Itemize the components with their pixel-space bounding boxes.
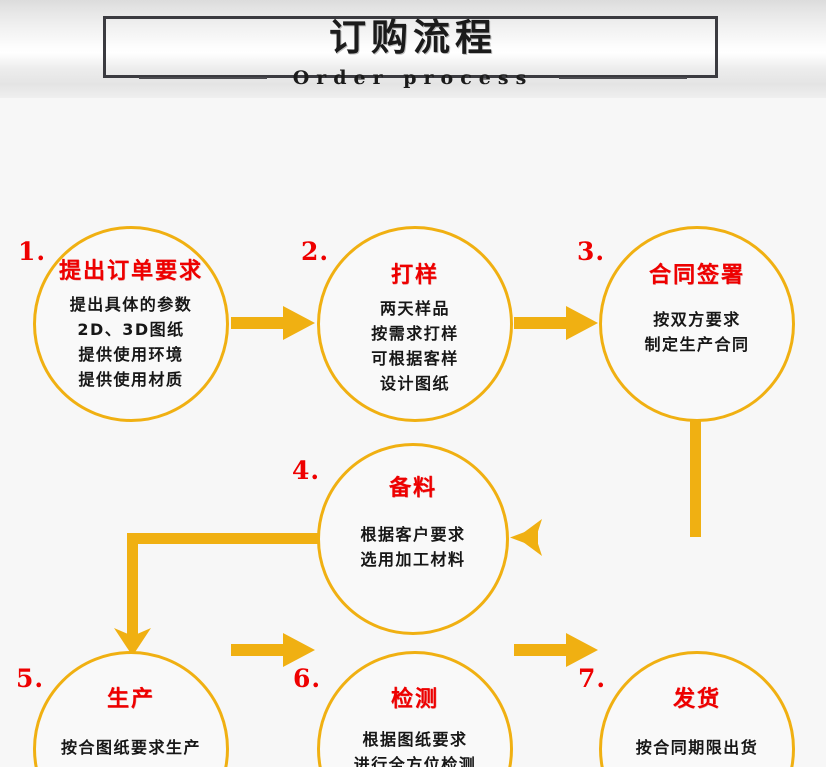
step-body-6: 根据图纸要求 进行全方位检测 xyxy=(354,727,477,767)
step-node-7[interactable]: 发货 按合同期限出货 xyxy=(599,651,795,767)
step-title-4: 备料 xyxy=(388,476,437,501)
step-node-2[interactable]: 打样 两天样品 按需求打样 可根据客样 设计图纸 xyxy=(317,226,513,422)
step-body-line: 提供使用材质 xyxy=(78,370,184,389)
step-number-2: 2. xyxy=(301,237,330,266)
step-number-6: 6. xyxy=(293,664,322,693)
step-number-4: 4. xyxy=(292,456,321,485)
arrow-step6-to-step7 xyxy=(514,633,598,667)
step-body-line: 选用加工材料 xyxy=(360,550,466,569)
step-number-5: 5. xyxy=(16,664,45,693)
step-node-1[interactable]: 提出订单要求 提出具体的参数 2D、3D图纸 提供使用环境 提供使用材质 xyxy=(33,226,229,422)
step-title-3: 合同签署 xyxy=(648,263,745,288)
arrow-step2-to-step3 xyxy=(514,306,598,340)
step-number-3: 3. xyxy=(577,237,606,266)
step-body-line: 按合图纸要求生产 xyxy=(60,738,201,757)
step-body-line: 进行全方位检测 xyxy=(353,755,477,767)
step-title-2: 打样 xyxy=(390,263,439,288)
step-node-4[interactable]: 备料 根据客户要求 选用加工材料 xyxy=(317,443,509,635)
step-number-1: 1. xyxy=(18,237,47,266)
step-body-7: 按合同期限出货 xyxy=(636,735,759,760)
step-body-4: 根据客户要求 选用加工材料 xyxy=(360,522,465,572)
step-node-6[interactable]: 检测 根据图纸要求 进行全方位检测 xyxy=(317,651,513,767)
step-node-5[interactable]: 生产 按合图纸要求生产 xyxy=(33,651,229,767)
step-body-line: 根据图纸要求 xyxy=(362,730,468,749)
header-band: 订购流程 Order process xyxy=(0,0,826,98)
step-body-line: 2D、3D图纸 xyxy=(77,320,185,339)
arrow-step4-to-step5 xyxy=(114,533,318,656)
page-title: 订购流程 xyxy=(329,16,497,59)
step-title-1: 提出订单要求 xyxy=(58,259,203,284)
subtitle-rule-left xyxy=(138,77,267,79)
arrow-step3-to-step4 xyxy=(510,418,701,556)
page-subtitle: Order process xyxy=(292,67,534,89)
step-body-line: 根据客户要求 xyxy=(360,525,466,544)
subtitle-rule-right xyxy=(559,77,688,79)
step-body-5: 按合图纸要求生产 xyxy=(61,735,201,760)
step-body-line: 可根据客样 xyxy=(371,349,459,368)
step-body-line: 制定生产合同 xyxy=(644,335,750,354)
step-title-5: 生产 xyxy=(106,687,155,712)
step-number-7: 7. xyxy=(578,664,607,693)
flow-diagram: 1. 提出订单要求 提出具体的参数 2D、3D图纸 提供使用环境 提供使用材质 … xyxy=(0,98,826,767)
step-node-3[interactable]: 合同签署 按双方要求 制定生产合同 xyxy=(599,226,795,422)
step-body-1: 提出具体的参数 2D、3D图纸 提供使用环境 提供使用材质 xyxy=(70,292,193,392)
arrow-step1-to-step2 xyxy=(231,306,315,340)
step-body-line: 设计图纸 xyxy=(379,374,450,393)
step-body-line: 按合同期限出货 xyxy=(635,738,759,757)
step-body-line: 按双方要求 xyxy=(653,310,741,329)
step-body-3: 按双方要求 制定生产合同 xyxy=(644,307,749,357)
header-title-box xyxy=(103,16,718,78)
step-body-2: 两天样品 按需求打样 可根据客样 设计图纸 xyxy=(371,296,459,396)
step-body-line: 提出具体的参数 xyxy=(69,295,193,314)
step-body-line: 两天样品 xyxy=(379,299,450,318)
step-body-line: 提供使用环境 xyxy=(78,345,184,364)
step-title-7: 发货 xyxy=(672,687,721,712)
step-title-6: 检测 xyxy=(390,687,439,712)
header-subtitle-row: Order process xyxy=(0,64,826,92)
arrow-step5-to-step6 xyxy=(231,633,315,667)
step-body-line: 按需求打样 xyxy=(371,324,459,343)
